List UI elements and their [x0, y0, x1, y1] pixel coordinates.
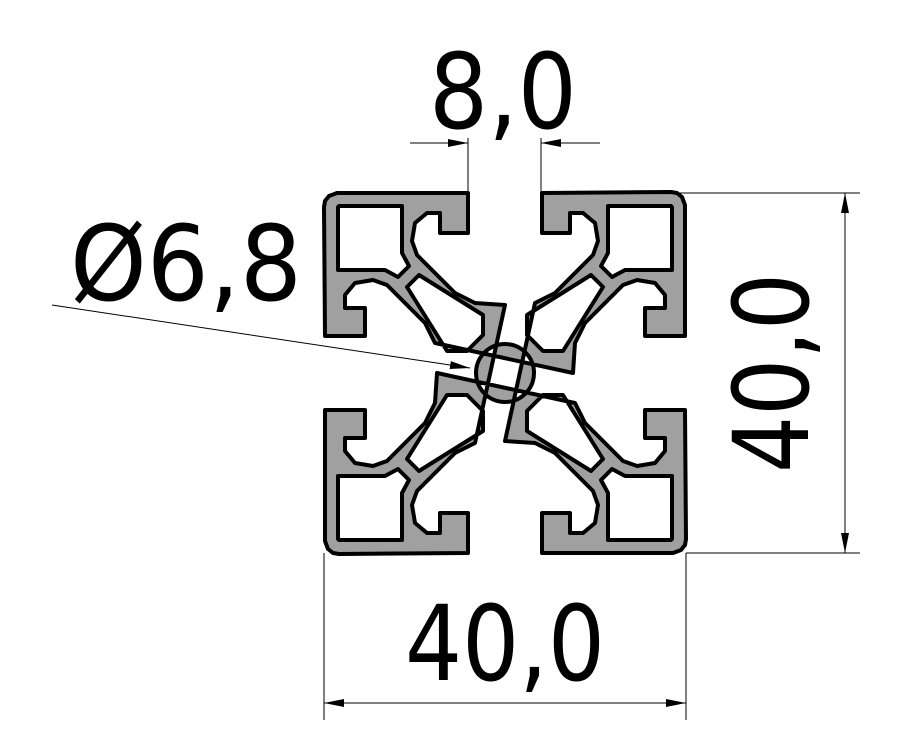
bore-diameter-label: Ø6,8 [70, 203, 302, 325]
profile-cross-section [322, 190, 688, 556]
width-label: 40,0 [405, 583, 605, 705]
width-dimension: 40,0 [323, 553, 687, 720]
bore-diameter-dimension: Ø6,8 [51, 203, 471, 369]
slot-width-dimension: 8,0 [410, 31, 600, 195]
height-label: 40,0 [711, 273, 833, 473]
slot-width-label: 8,0 [429, 31, 577, 153]
height-dimension: 40,0 [655, 192, 860, 554]
